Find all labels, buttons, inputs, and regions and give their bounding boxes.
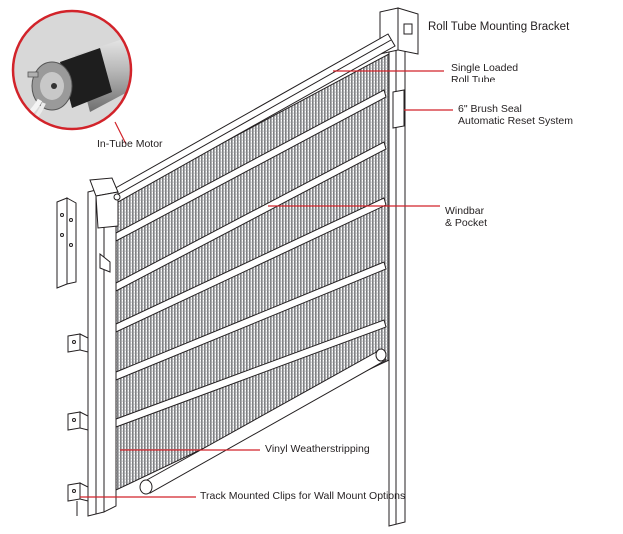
wall-mount-bracket (56, 197, 77, 289)
label-roll-tube-mounting-bracket: Roll Tube Mounting Bracket (428, 21, 570, 33)
label-windbar-pocket: Windbar & Pocket (445, 205, 488, 229)
label-single-loaded-roll-tube: Single Loaded Roll Tube (451, 62, 519, 82)
left-track (87, 187, 117, 517)
brush-seal-block (392, 89, 405, 129)
motor-inset (11, 9, 133, 131)
inset-ring (11, 9, 133, 131)
bottom-bar (139, 348, 387, 495)
left-end-cap (89, 177, 121, 229)
label-vinyl-weatherstripping: Vinyl Weatherstripping (265, 443, 370, 455)
leader-lines (80, 70, 453, 498)
label-track-mounted-clips: Track Mounted Clips for Wall Mount Optio… (200, 490, 406, 502)
windbars (115, 89, 387, 428)
label-in-tube-motor: In-Tube Motor (97, 138, 163, 150)
label-brush-seal: 6" Brush Seal Automatic Reset System (458, 103, 573, 127)
track-clips (67, 333, 89, 516)
